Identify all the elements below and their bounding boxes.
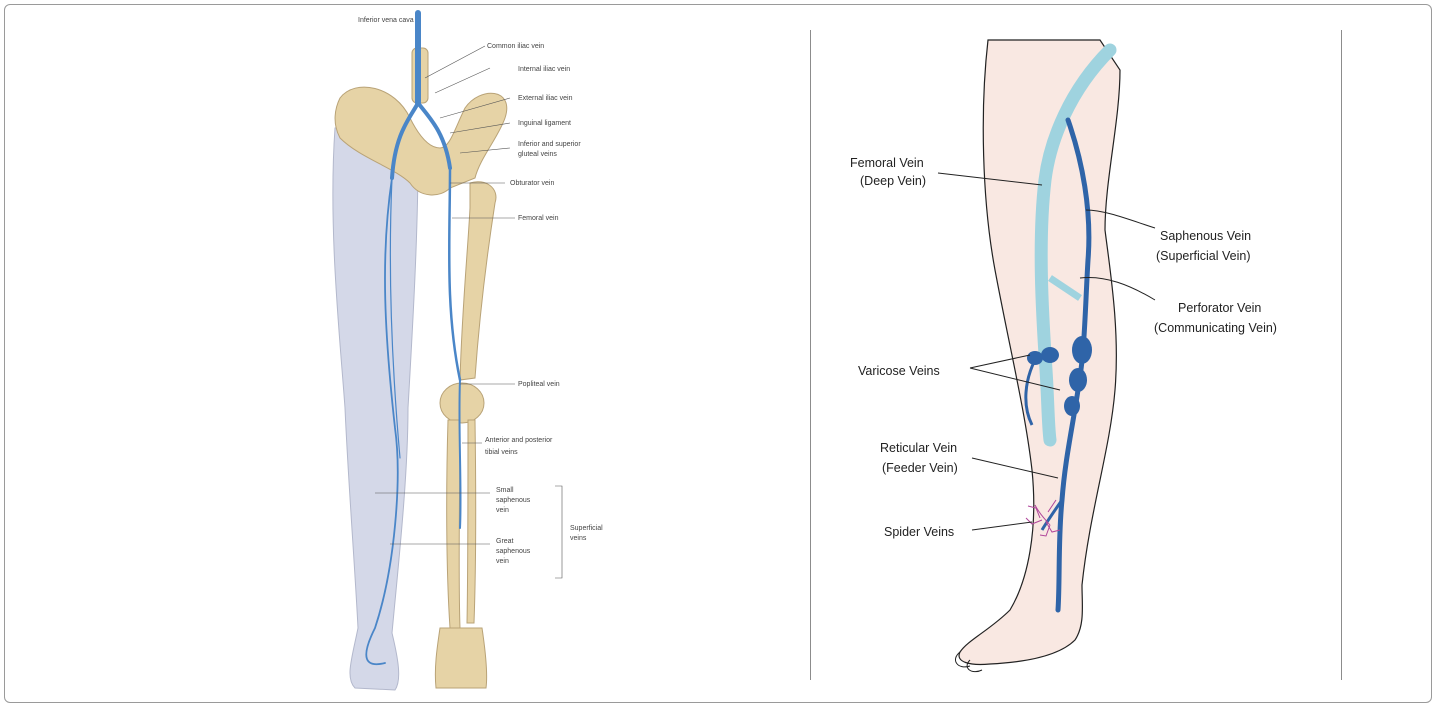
label-popliteal-vein: Popliteal vein xyxy=(518,381,560,388)
label-gluteal-veins-line2: gluteal veins xyxy=(518,151,557,158)
label-femoral-vein-line1: Femoral Vein xyxy=(850,156,924,170)
label-femoral-vein: Femoral vein xyxy=(518,215,559,222)
label-small-saphenous-line3: vein xyxy=(496,507,509,514)
label-varicose-veins: Varicose Veins xyxy=(858,364,940,378)
label-saphenous-vein-line2: (Superficial Vein) xyxy=(1156,249,1251,263)
label-superficial-veins-line1: Superficial xyxy=(570,525,603,532)
label-inguinal-ligament: Inguinal ligament xyxy=(518,120,571,127)
label-great-saphenous-line3: vein xyxy=(496,558,509,565)
label-small-saphenous-line1: Small xyxy=(496,487,514,494)
foot-bones xyxy=(435,628,486,688)
label-tibial-veins-line1: Anterior and posterior xyxy=(485,437,553,444)
label-perforator-vein-line2: (Communicating Vein) xyxy=(1154,321,1277,335)
label-reticular-vein-line1: Reticular Vein xyxy=(880,441,957,455)
label-femoral-vein-line2: (Deep Vein) xyxy=(860,174,926,188)
label-spider-veins: Spider Veins xyxy=(884,525,954,539)
label-perforator-vein-line1: Perforator Vein xyxy=(1178,301,1261,315)
label-gluteal-veins-line1: Inferior and superior xyxy=(518,141,581,148)
label-superficial-veins-line2: veins xyxy=(570,535,587,542)
knee-bone xyxy=(440,383,484,423)
label-tibial-veins-line2: tibial veins xyxy=(485,449,518,456)
leg-skin-shape xyxy=(333,127,418,690)
label-common-iliac-vein: Common iliac vein xyxy=(487,43,544,50)
label-external-iliac-vein: External iliac vein xyxy=(518,95,573,102)
tibia-bone xyxy=(447,420,460,628)
label-small-saphenous-line2: saphenous xyxy=(496,497,531,504)
femoral-vein-path xyxy=(449,168,460,380)
label-reticular-vein-line2: (Feeder Vein) xyxy=(882,461,958,475)
leg-veins-anatomy-illustration: Inferior vena cava Common iliac vein Int… xyxy=(300,8,660,698)
label-great-saphenous-line1: Great xyxy=(496,538,514,545)
femur-bone xyxy=(460,182,496,380)
varicose-veins-diagram: Femoral Vein (Deep Vein) Saphenous Vein … xyxy=(810,30,1345,680)
label-internal-iliac-vein: Internal iliac vein xyxy=(518,66,570,73)
label-inferior-vena-cava: Inferior vena cava xyxy=(358,17,414,24)
label-saphenous-vein-line1: Saphenous Vein xyxy=(1160,229,1251,243)
fibula-bone xyxy=(467,420,476,623)
label-obturator-vein: Obturator vein xyxy=(510,180,554,187)
varicose-svg: Femoral Vein (Deep Vein) Saphenous Vein … xyxy=(810,30,1345,680)
anatomy-svg: Inferior vena cava Common iliac vein Int… xyxy=(300,8,660,698)
label-great-saphenous-line2: saphenous xyxy=(496,548,531,555)
